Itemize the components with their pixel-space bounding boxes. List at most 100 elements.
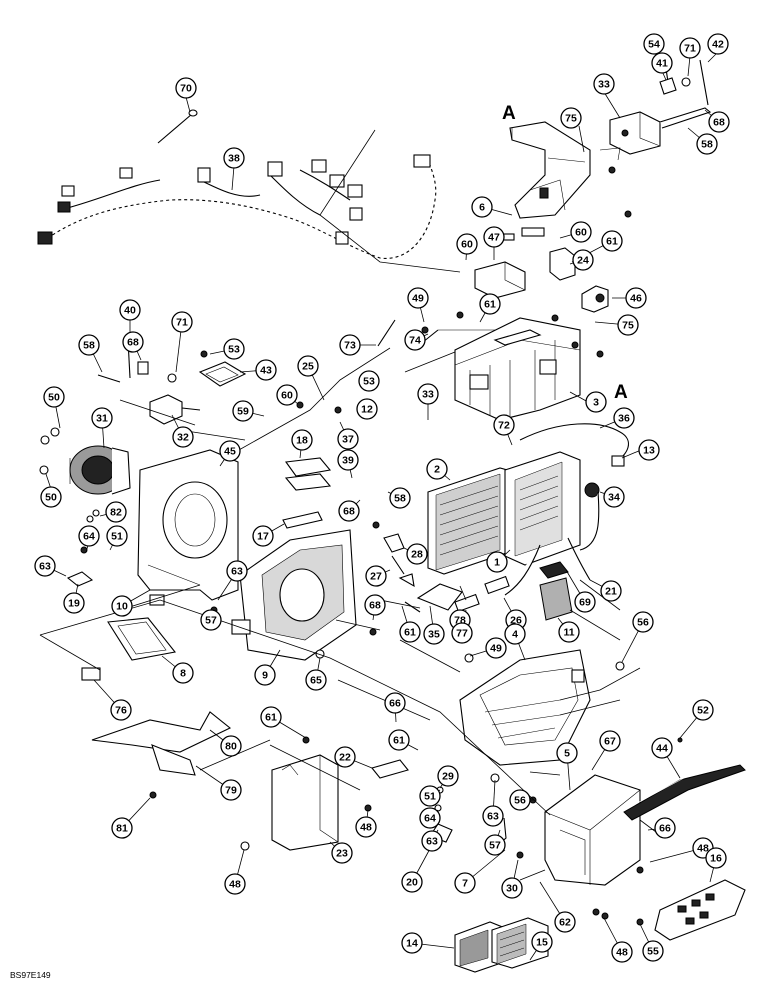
callout-circle bbox=[34, 555, 56, 577]
section-ref-a-right: A bbox=[614, 382, 628, 403]
callout-24: 24 bbox=[572, 249, 594, 271]
callout-label: 24 bbox=[577, 255, 589, 267]
callout-79: 79 bbox=[220, 779, 242, 801]
part-76-clip bbox=[81, 667, 101, 681]
callout-9: 9 bbox=[254, 664, 276, 686]
callout-label: 73 bbox=[344, 340, 356, 352]
callout-circle bbox=[509, 789, 531, 811]
callout-label: 22 bbox=[339, 752, 351, 764]
callout-23: 23 bbox=[331, 842, 353, 864]
callout-circle bbox=[437, 765, 459, 787]
callout-label: 75 bbox=[565, 113, 577, 125]
callout-label: 68 bbox=[369, 600, 381, 612]
callout-circle bbox=[122, 331, 144, 353]
callout-label: 51 bbox=[424, 791, 436, 803]
callout-label: 71 bbox=[176, 317, 188, 329]
callout-73: 73 bbox=[339, 334, 361, 356]
callout-53: 53 bbox=[358, 370, 380, 392]
callout-label: 39 bbox=[342, 455, 354, 467]
callout-circle bbox=[63, 592, 85, 614]
part-18-clamp bbox=[284, 457, 332, 491]
part-8-gasket bbox=[107, 617, 176, 661]
callout-label: 8 bbox=[180, 668, 186, 680]
part-6-mounting-bracket bbox=[499, 121, 621, 241]
callout-51: 51 bbox=[419, 785, 441, 807]
callout-81: 81 bbox=[111, 817, 133, 839]
callout-label: 27 bbox=[370, 571, 382, 583]
callout-label: 56 bbox=[514, 795, 526, 807]
callout-circle bbox=[388, 729, 410, 751]
callout-label: 12 bbox=[361, 404, 373, 416]
callout-63: 63 bbox=[421, 830, 443, 852]
callout-38: 38 bbox=[223, 147, 245, 169]
callout-68: 68 bbox=[122, 331, 144, 353]
callout-label: 60 bbox=[281, 390, 293, 402]
callout-75: 75 bbox=[560, 107, 582, 129]
callout-circle bbox=[679, 37, 701, 59]
callout-circle bbox=[331, 842, 353, 864]
callout-62: 62 bbox=[554, 911, 576, 933]
callout-circle bbox=[223, 147, 245, 169]
callout-6: 6 bbox=[471, 196, 493, 218]
callout-circle bbox=[451, 622, 473, 644]
callout-circle bbox=[252, 525, 274, 547]
callout-circle bbox=[232, 400, 254, 422]
callout-label: 66 bbox=[659, 823, 671, 835]
callout-label: 68 bbox=[127, 337, 139, 349]
callout-68: 68 bbox=[338, 500, 360, 522]
callout-circle bbox=[585, 391, 607, 413]
callout-label: 4 bbox=[512, 629, 518, 641]
callout-label: 61 bbox=[404, 627, 416, 639]
callout-circle bbox=[111, 817, 133, 839]
callout-16: 16 bbox=[705, 847, 727, 869]
callout-circle bbox=[43, 386, 65, 408]
callout-label: 68 bbox=[343, 506, 355, 518]
callout-label: 58 bbox=[83, 340, 95, 352]
callout-label: 23 bbox=[336, 848, 348, 860]
callout-label: 49 bbox=[412, 293, 424, 305]
part-28-27-levers bbox=[383, 533, 415, 588]
callout-label: 48 bbox=[697, 843, 709, 855]
callout-66: 66 bbox=[384, 692, 406, 714]
callout-circle bbox=[611, 941, 633, 963]
callout-33: 33 bbox=[593, 73, 615, 95]
callout-circle bbox=[40, 486, 62, 508]
callout-label: 58 bbox=[701, 139, 713, 151]
callout-label: 47 bbox=[488, 232, 500, 244]
callout-circle bbox=[560, 107, 582, 129]
part-43-plate bbox=[198, 361, 247, 387]
callout-label: 36 bbox=[618, 413, 630, 425]
part-illustrations bbox=[37, 51, 746, 973]
callout-circle bbox=[574, 591, 596, 613]
callout-label: 67 bbox=[604, 736, 616, 748]
callout-circle bbox=[696, 133, 718, 155]
callout-66: 66 bbox=[654, 817, 676, 839]
callout-72: 72 bbox=[493, 414, 515, 436]
callout-2: 2 bbox=[426, 458, 448, 480]
leader-lines bbox=[39, 129, 661, 881]
callout-circle bbox=[78, 334, 100, 356]
callout-circle bbox=[106, 525, 128, 547]
callout-circle bbox=[484, 834, 506, 856]
callout-54: 54 bbox=[643, 33, 665, 55]
callout-label: 56 bbox=[637, 617, 649, 629]
callout-49: 49 bbox=[407, 287, 429, 309]
callout-label: 48 bbox=[616, 947, 628, 959]
callout-circle bbox=[399, 621, 421, 643]
callout-circle bbox=[570, 221, 592, 243]
callout-50: 50 bbox=[40, 486, 62, 508]
callout-circle bbox=[276, 384, 298, 406]
callout-label: 31 bbox=[96, 413, 108, 425]
callout-circle bbox=[456, 233, 478, 255]
callout-label: 48 bbox=[360, 822, 372, 834]
callout-label: 63 bbox=[231, 566, 243, 578]
callout-label: 45 bbox=[224, 446, 236, 458]
callout-56: 56 bbox=[509, 789, 531, 811]
callout-14: 14 bbox=[401, 932, 423, 954]
callout-label: 77 bbox=[456, 628, 468, 640]
callout-circle bbox=[172, 662, 194, 684]
callout-label: 54 bbox=[648, 39, 660, 51]
part-46-sensor bbox=[581, 285, 609, 313]
callout-label: 11 bbox=[563, 627, 574, 639]
callout-label: 64 bbox=[424, 813, 436, 825]
